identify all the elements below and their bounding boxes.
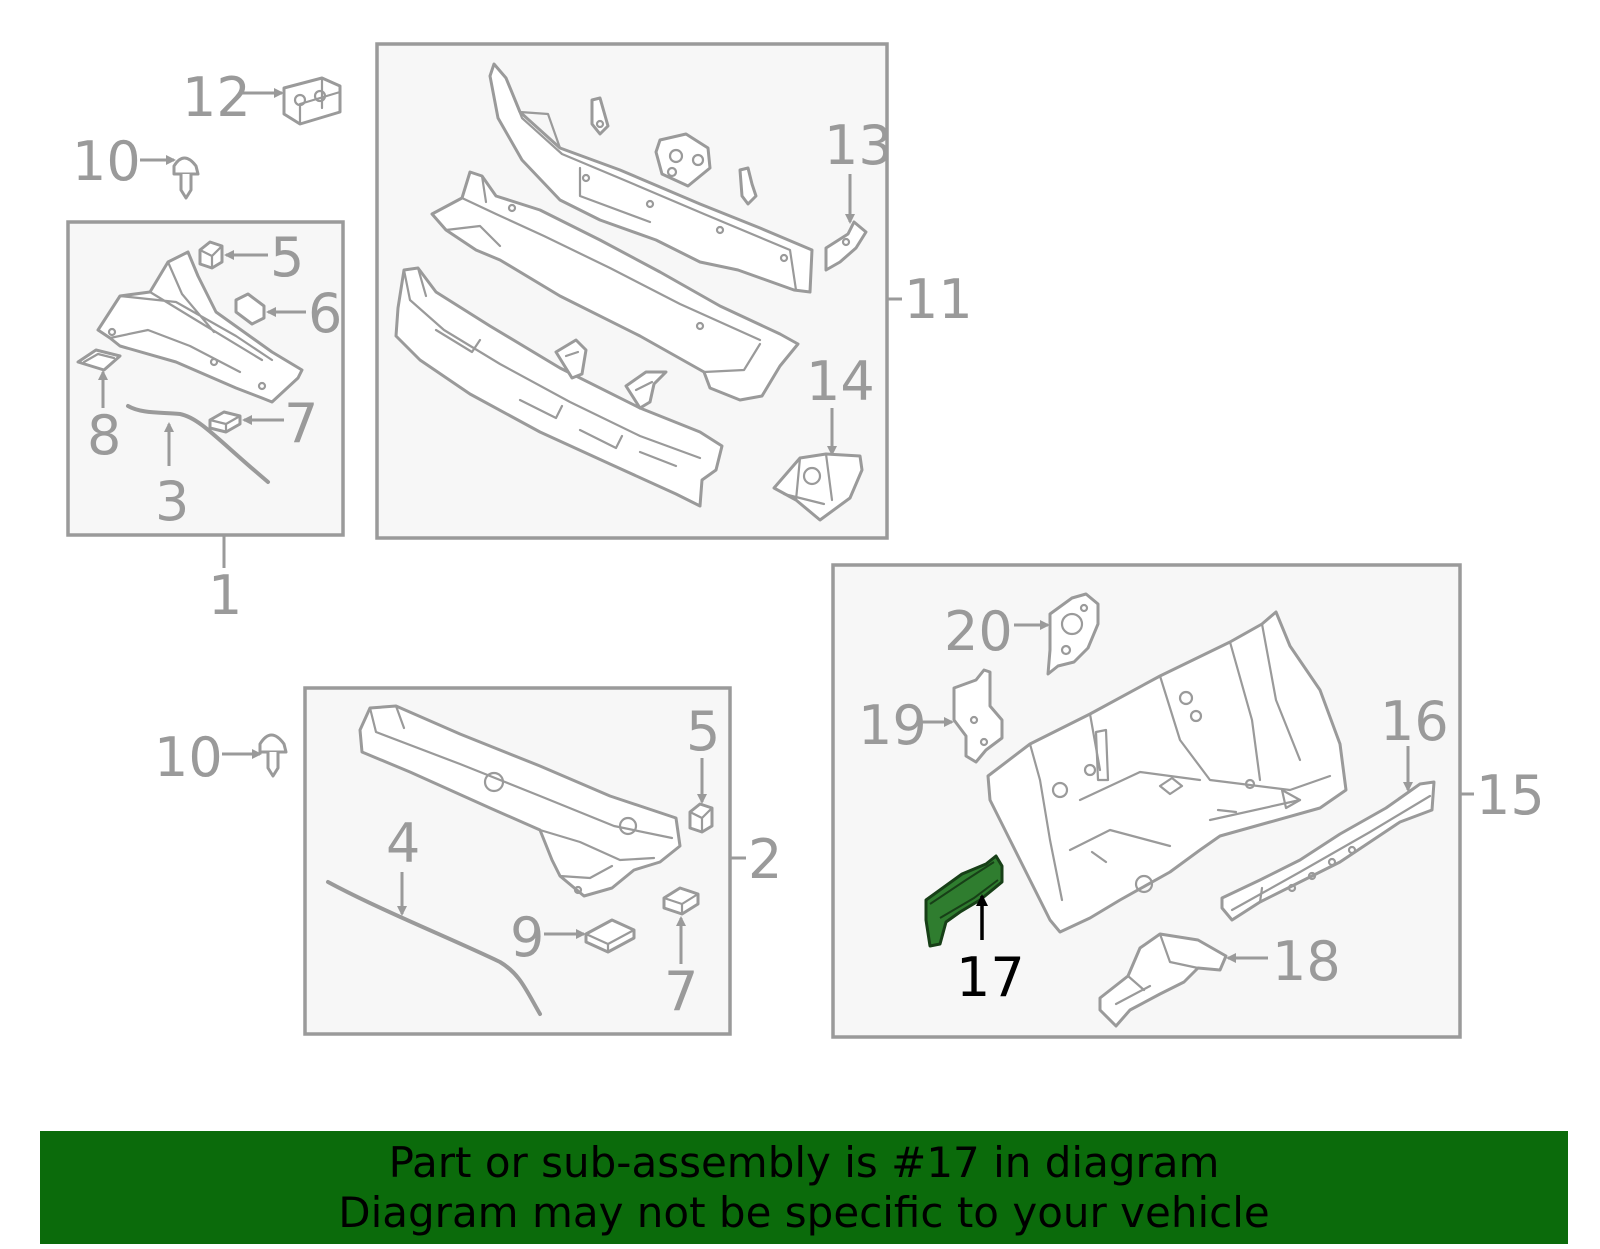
part-8-pad — [76, 348, 122, 372]
callout-10-top: 10 — [72, 130, 141, 193]
part-15-dash-floor — [986, 610, 1348, 934]
part-1-cowl-panel — [96, 250, 304, 404]
callout-2: 2 — [748, 828, 782, 891]
callout-9: 9 — [510, 906, 544, 969]
part-5-cap-bottom — [688, 802, 714, 834]
part-20-bracket — [1046, 592, 1100, 676]
part-10-clip-top — [172, 156, 200, 200]
part-9-pad — [584, 918, 636, 954]
part-11-bracket-b — [654, 132, 712, 188]
part-5-cap-top — [198, 240, 224, 270]
part-2-cowl-top — [358, 704, 682, 898]
banner-line-2: Diagram may not be specific to your vehi… — [338, 1187, 1270, 1237]
callout-8: 8 — [87, 404, 121, 467]
callout-19: 19 — [858, 694, 927, 757]
callout-20: 20 — [944, 600, 1013, 663]
callout-14: 14 — [806, 350, 875, 413]
part-16-rail — [1220, 780, 1436, 922]
callout-16: 16 — [1380, 690, 1449, 753]
callout-5-bottom: 5 — [686, 700, 720, 763]
part-14-bracket — [772, 452, 864, 522]
callout-5-top: 5 — [270, 226, 304, 289]
part-11-gusset-a — [554, 338, 588, 380]
part-12-bracket — [282, 76, 342, 126]
part-6-pad — [234, 292, 266, 326]
callout-7-bottom: 7 — [664, 960, 698, 1023]
callout-12: 12 — [182, 66, 251, 129]
banner-line-1: Part or sub-assembly is #17 in diagram — [388, 1137, 1220, 1187]
callout-11: 11 — [904, 268, 973, 331]
info-banner: Part or sub-assembly is #17 in diagram D… — [40, 1131, 1568, 1244]
part-7-pad-bottom — [662, 886, 700, 916]
callout-18: 18 — [1272, 930, 1341, 993]
part-4-seal — [326, 880, 542, 1016]
part-18-bracket — [1098, 932, 1228, 1028]
part-11-dash-upper — [488, 62, 814, 294]
callout-17: 17 — [956, 946, 1025, 1009]
callout-15: 15 — [1476, 764, 1545, 827]
callout-1: 1 — [208, 564, 242, 627]
part-11-bracket-a — [590, 96, 610, 136]
part-19-bracket — [952, 668, 1004, 764]
callout-3: 3 — [155, 470, 189, 533]
callout-7-top: 7 — [284, 392, 318, 455]
callout-10-bottom: 10 — [154, 726, 223, 789]
part-13-bracket — [824, 220, 868, 272]
part-11-bracket-c — [738, 166, 758, 206]
callout-13: 13 — [824, 114, 893, 177]
part-11-dash-middle — [430, 170, 800, 402]
part-11-gusset-b — [624, 370, 668, 410]
part-11-dash-lower — [394, 266, 724, 508]
part-10-clip-bottom — [258, 733, 288, 778]
part-3-seal — [126, 404, 270, 484]
callout-6: 6 — [308, 282, 342, 345]
part-7-pad-top — [208, 410, 242, 434]
callout-4: 4 — [386, 812, 420, 875]
